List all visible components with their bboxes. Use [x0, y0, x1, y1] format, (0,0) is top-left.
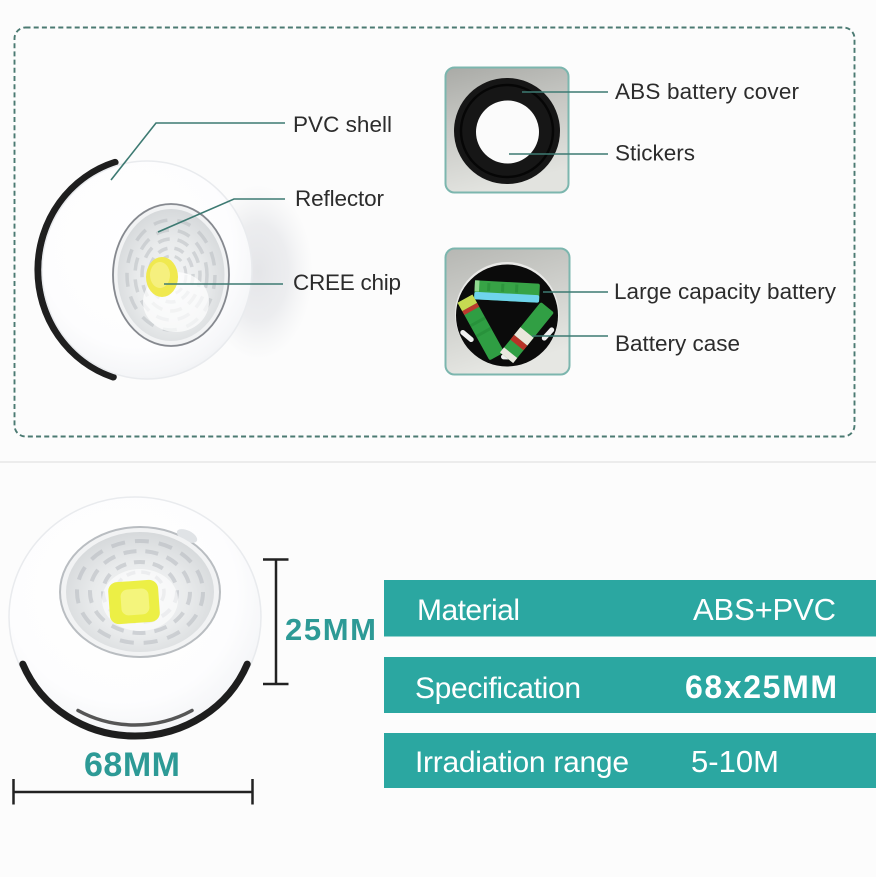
svg-text:Material: Material	[417, 594, 520, 627]
svg-text:CREE chip: CREE chip	[293, 270, 401, 295]
svg-text:68MM: 68MM	[84, 746, 180, 784]
svg-text:5-10M: 5-10M	[691, 744, 779, 779]
svg-text:ABS battery cover: ABS battery cover	[615, 79, 800, 104]
svg-text:68x25MM: 68x25MM	[685, 669, 837, 705]
svg-text:Reflector: Reflector	[295, 186, 385, 211]
svg-text:Stickers: Stickers	[615, 141, 695, 166]
svg-text:Specification: Specification	[415, 672, 581, 705]
svg-text:Battery case: Battery case	[615, 331, 740, 356]
svg-text:PVC shell: PVC shell	[293, 112, 392, 137]
svg-text:25MM: 25MM	[285, 612, 376, 647]
svg-text:Large capacity battery: Large capacity battery	[614, 279, 837, 304]
svg-text:ABS+PVC: ABS+PVC	[693, 592, 836, 627]
svg-text:Irradiation range: Irradiation range	[415, 746, 629, 779]
